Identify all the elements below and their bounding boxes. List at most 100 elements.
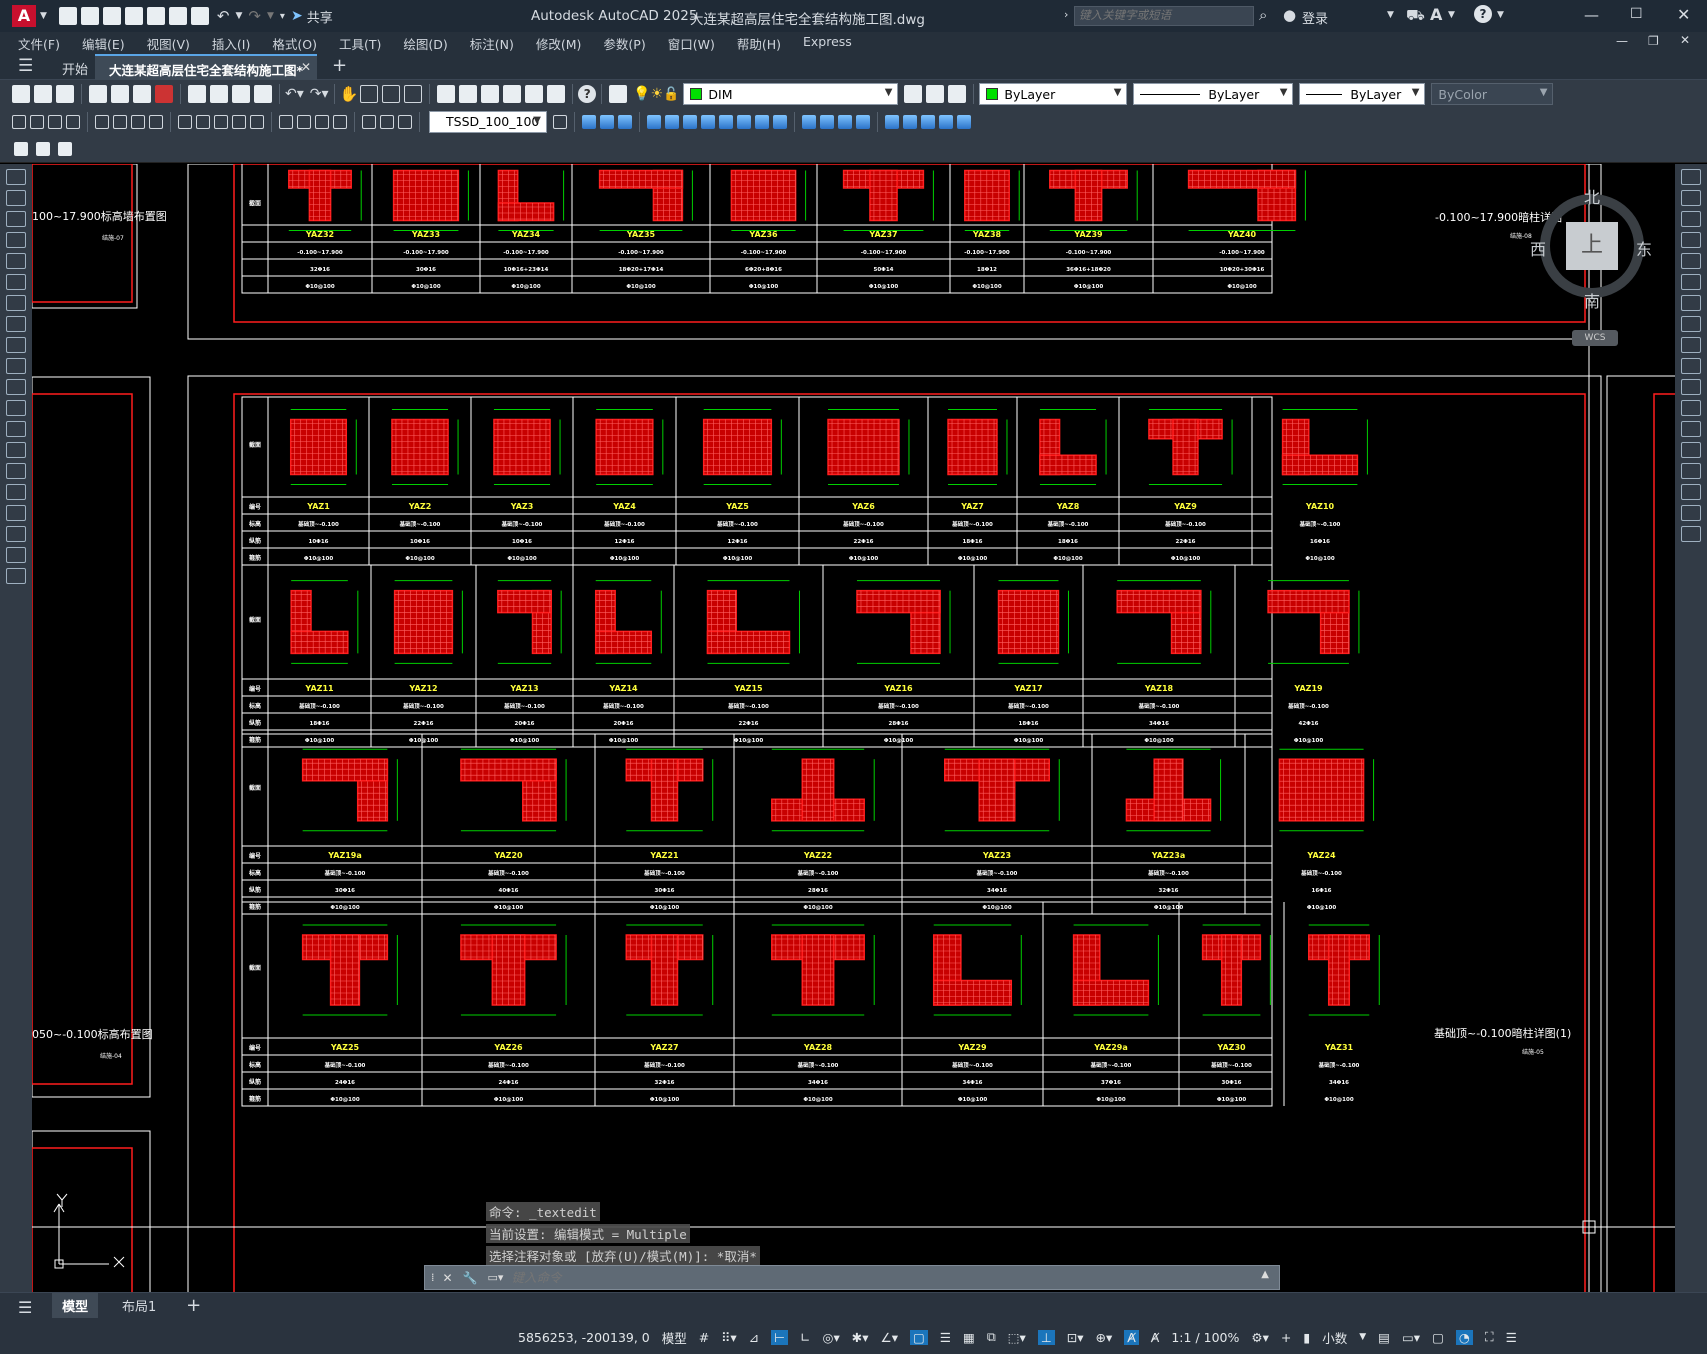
selection-filter-icon[interactable]: ⊡▾ [1066,1329,1084,1345]
make-current-layer-icon[interactable] [904,85,923,103]
modify-tool-11-icon[interactable] [773,114,787,129]
command-recent-icon[interactable]: ▭▾ [487,1271,504,1284]
undo-dropdown-icon[interactable]: ▼ [235,11,243,21]
isodraft-icon[interactable]: ✱▾ [851,1329,869,1345]
zoom-window-icon[interactable] [382,85,401,103]
modify-tool-11-icon[interactable] [1681,379,1701,395]
layout-menu-icon[interactable]: ☰ [18,1297,33,1317]
draw-tool-12-icon[interactable] [6,400,26,416]
draw-tool-8-icon[interactable] [6,316,26,332]
undo-icon[interactable]: ↶ [216,7,230,25]
isolate-icon[interactable]: ▢ [1432,1329,1444,1345]
dim-break-icon[interactable] [250,114,264,129]
dim-space-icon[interactable] [232,114,246,129]
dim-edit-icon[interactable] [362,114,376,129]
modify-tool-5-icon[interactable] [1681,253,1701,269]
hardware-acceleration-icon[interactable]: ◔ [1455,1329,1473,1345]
tool-extra-2-icon[interactable] [36,141,50,156]
publish-icon[interactable] [133,85,151,103]
tool-palettes-icon[interactable] [481,85,500,103]
help-icon[interactable]: ? [1474,5,1492,23]
modify-tool-14-icon[interactable] [838,114,852,129]
layer-states-icon[interactable] [948,85,967,103]
linetype-dropdown[interactable]: ByLayer ▼ [1133,83,1294,105]
modify-tool-14-icon[interactable] [1681,442,1701,458]
polar-icon[interactable]: ◎▾ [822,1329,840,1345]
linear-dim-icon[interactable] [12,114,26,129]
user-icon[interactable]: ● [1283,6,1297,24]
menu-8[interactable]: 修改(M) [535,36,582,52]
viewcube-top-face[interactable]: 上 [1566,222,1618,270]
infer-constraints-icon[interactable]: ⊿ [748,1329,760,1345]
draw-tool-19-icon[interactable] [6,547,26,563]
new-icon[interactable] [12,85,30,103]
zoom-realtime-icon[interactable] [360,85,379,103]
arc-length-dim-icon[interactable] [48,114,62,129]
layer-freeze-icon[interactable]: ☀ [650,86,664,102]
doc-minimize-button[interactable]: — [1616,34,1628,48]
menu-5[interactable]: 工具(T) [338,36,382,52]
tab-layout1[interactable]: 布局1 [122,1300,157,1315]
tab-active-document[interactable]: 大连某超高层住宅全套结构施工图* ✕ [95,54,317,80]
modify-tool-13-icon[interactable] [1681,421,1701,437]
draw-tool-3-icon[interactable] [6,211,26,227]
draw-tool-16-icon[interactable] [6,484,26,500]
doc-close-button[interactable]: ✕ [1680,33,1691,47]
login-dropdown-icon[interactable]: ▼ [1387,10,1394,20]
menu-2[interactable]: 视图(V) [146,36,190,52]
open-file-icon[interactable] [80,7,99,25]
zoom-previous-icon[interactable] [404,85,423,103]
lineweight-icon[interactable]: ☰ [939,1329,951,1345]
object-snap-icon[interactable]: ▢ [909,1329,928,1345]
dimstyle-dropdown[interactable]: TSSD_100_100 ▼ [429,110,547,133]
viewcube-west[interactable]: 西 [1530,240,1547,259]
modify-tool-16-icon[interactable] [1681,484,1701,500]
print-icon[interactable] [89,85,107,103]
jogged-linear-icon[interactable] [333,114,347,129]
drawing-canvas[interactable]: 100~17.900标高墙布置图 结施-07 050~-0.100标高布置图 结… [32,164,1675,1292]
selection-cycling-icon[interactable]: ⧉ [986,1329,996,1344]
menu-1[interactable]: 编辑(E) [81,36,125,52]
modify-tool-1-icon[interactable] [1681,169,1701,185]
minimize-button[interactable]: — [1584,6,1599,24]
save-icon[interactable] [102,7,121,25]
share-button[interactable]: 共享 [306,10,333,26]
draw-tool-20-icon[interactable] [6,568,26,584]
tab-model[interactable]: 模型 [52,1293,99,1318]
snap-icon[interactable]: ⠿▾ [721,1329,737,1345]
redo-icon[interactable]: ↷ [248,7,261,25]
copy-icon[interactable] [210,85,228,103]
draw-tool-1-icon[interactable] [6,169,26,185]
hamburger-icon[interactable]: ☰ [18,56,34,76]
menu-4[interactable]: 格式(O) [272,36,317,52]
aligned-dim-icon[interactable] [30,114,44,129]
modify-tool-2-icon[interactable] [1681,190,1701,206]
plot-icon[interactable] [190,7,209,25]
units-dropdown-chevron-icon[interactable]: ▼ [1359,1332,1367,1342]
quick-properties-icon[interactable]: ▤ [1378,1329,1390,1345]
login-button[interactable]: 登录 [1302,12,1329,27]
draw-tool-17-icon[interactable] [6,505,26,521]
color-dropdown[interactable]: ByLayer ▼ [979,83,1128,105]
tool-extra-3-icon[interactable] [58,141,72,156]
menu-3[interactable]: 插入(I) [211,36,251,52]
tool-extra-1-icon[interactable] [14,141,28,156]
gizmo-icon[interactable]: ⊕▾ [1095,1329,1113,1345]
viewcube-south[interactable]: 南 [1584,292,1601,311]
quick-dim-icon[interactable] [178,114,192,129]
annotation-visibility-icon[interactable]: Ⱥ [1124,1329,1139,1345]
baseline-dim-icon[interactable] [196,114,210,129]
object-snap-tracking-icon[interactable]: ∠▾ [880,1329,898,1345]
modify-tool-16-icon[interactable] [885,114,899,129]
design-center-icon[interactable] [459,85,478,103]
draw-tool-4-icon[interactable] [6,232,26,248]
modify-tool-9-icon[interactable] [1681,337,1701,353]
search-chevron-icon[interactable]: › [1064,8,1069,21]
draw-tool-2-icon[interactable] [6,190,26,206]
modify-tool-10-icon[interactable] [755,114,769,129]
modify-tool-10-icon[interactable] [1681,358,1701,374]
properties-icon[interactable] [437,85,456,103]
open-icon[interactable] [34,85,52,103]
help-search-input[interactable] [1074,6,1254,26]
dynamic-ucs-icon[interactable]: ⊥ [1037,1329,1055,1345]
